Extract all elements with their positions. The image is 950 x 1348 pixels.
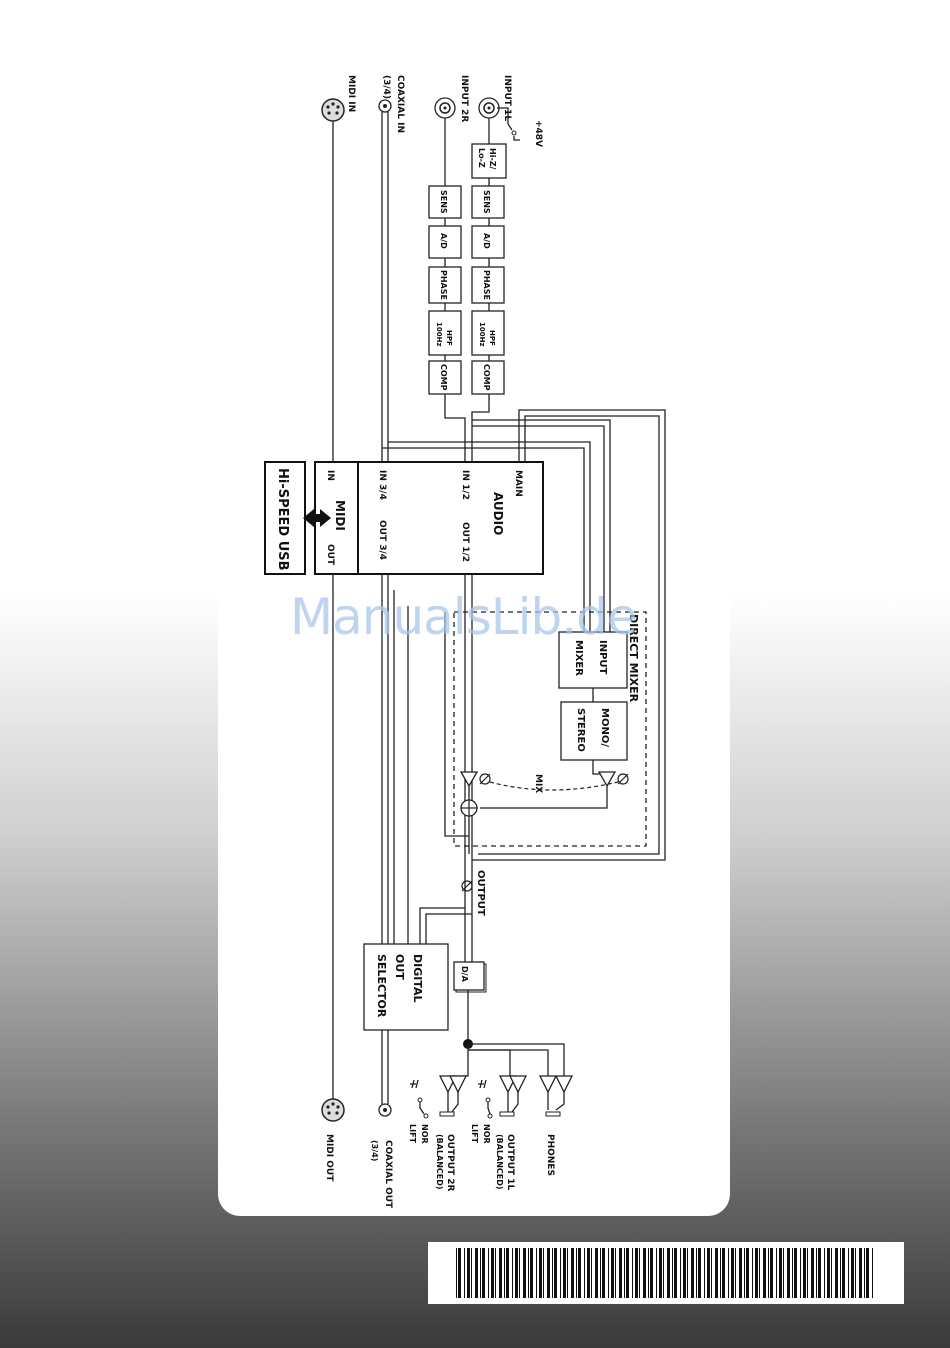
hpf-box-1l bbox=[471, 310, 505, 356]
ground-lift-switch-1l-icon bbox=[478, 1079, 493, 1119]
digital-out-selector-box bbox=[363, 943, 449, 1031]
phase-box-1l bbox=[471, 266, 505, 304]
phase-label-2r: PHASE bbox=[439, 270, 448, 300]
hpf-label-1l-a: HPF bbox=[488, 330, 496, 346]
output-2r-label: OUTPUT 2R bbox=[445, 1134, 455, 1192]
da-label: D/A bbox=[460, 966, 469, 983]
usb-label: Hi-SPEED USB bbox=[275, 468, 290, 571]
sens-label-2r: SENS bbox=[439, 190, 448, 214]
out12-label: OUT 1/2 bbox=[460, 522, 470, 562]
coaxial-in-ch-label: (3/4) bbox=[381, 75, 391, 99]
summing-node-icon bbox=[460, 799, 478, 817]
output-knob-icon bbox=[461, 880, 473, 892]
input-2r-xlr-icon bbox=[434, 97, 456, 119]
barcode-graphic bbox=[456, 1248, 873, 1298]
phase-label-1l: PHASE bbox=[482, 270, 491, 300]
ground-lift-switch-2r-icon bbox=[410, 1079, 429, 1119]
ad-box-1l bbox=[471, 225, 505, 259]
mix-label: MIX bbox=[533, 774, 543, 793]
barcode bbox=[428, 1242, 904, 1304]
da-box bbox=[453, 961, 487, 993]
direct-mixer-label: DIRECT MIXER bbox=[627, 614, 640, 703]
digital-out-label-3: SELECTOR bbox=[375, 954, 388, 1018]
midi-in-short-label: IN bbox=[325, 470, 335, 481]
output-label: OUTPUT bbox=[475, 870, 486, 916]
in12-label: IN 1/2 bbox=[460, 470, 470, 500]
mono-stereo-label-2: STEREO bbox=[575, 708, 586, 752]
out34-label: OUT 3/4 bbox=[377, 520, 387, 560]
sens-box-1l bbox=[471, 185, 505, 219]
mono-stereo-box bbox=[560, 701, 628, 761]
direct-mixer-frame bbox=[453, 611, 647, 847]
sens-label-1l: SENS bbox=[482, 190, 491, 214]
nor-label-2r: NOR bbox=[420, 1124, 429, 1144]
mix-amp-icon-1 bbox=[459, 771, 479, 788]
in34-label: IN 3/4 bbox=[377, 470, 387, 500]
coaxial-in-jack-icon bbox=[378, 99, 392, 113]
digital-out-label-2: OUT bbox=[393, 954, 406, 980]
midi-out-short-label: OUT bbox=[325, 544, 335, 566]
output-2r-amp-icon bbox=[438, 1075, 468, 1094]
mix-knob-icon-2 bbox=[617, 773, 629, 785]
input-1l-xlr-icon bbox=[478, 97, 500, 119]
hpf-box-2r bbox=[428, 310, 462, 356]
nor-label-1l: NOR bbox=[482, 1124, 491, 1144]
hpf-label-1l-b: 100Hz bbox=[478, 322, 486, 347]
comp-label-2r: COMP bbox=[439, 364, 448, 391]
output-2r-balanced-label: (BALANCED) bbox=[435, 1134, 444, 1190]
hpf-label-2r-a: HPF bbox=[445, 330, 453, 346]
audio-label: AUDIO bbox=[491, 492, 505, 535]
comp-box-1l bbox=[471, 360, 505, 395]
ad-box-2r bbox=[428, 225, 462, 259]
mix-amp-icon-2 bbox=[597, 771, 617, 788]
hiz-loz-box bbox=[471, 143, 507, 179]
watermark: ManualsLib.de bbox=[290, 588, 638, 646]
coaxial-in-label: COAXIAL IN bbox=[395, 75, 405, 133]
coaxial-out-label: COAXIAL OUT bbox=[383, 1140, 393, 1209]
lift-label-1l: LIFT bbox=[470, 1124, 479, 1144]
output-1l-label: OUTPUT 1L bbox=[505, 1134, 515, 1191]
phones-label: PHONES bbox=[545, 1134, 555, 1176]
comp-label-1l: COMP bbox=[482, 364, 491, 391]
hiz-label-2: Lo-Z bbox=[477, 148, 486, 168]
mono-stereo-label-1: MONO/ bbox=[599, 708, 610, 747]
coaxial-out-ch-label: (3/4) bbox=[370, 1140, 379, 1161]
input-2r-label: INPUT 2R bbox=[459, 75, 469, 122]
midi-in-din-icon bbox=[321, 98, 345, 122]
comp-box-2r bbox=[428, 360, 462, 395]
input-mixer-box bbox=[558, 631, 628, 689]
input-mixer-label-2: MIXER bbox=[573, 640, 584, 676]
input-1l-label: INPUT 1L bbox=[502, 75, 512, 121]
ad-label-2r: A/D bbox=[439, 233, 448, 249]
midi-label: MIDI bbox=[333, 500, 347, 531]
mix-knob-icon-1 bbox=[479, 773, 491, 785]
sens-box-2r bbox=[428, 185, 462, 219]
usb-bidirectional-arrow-icon bbox=[303, 509, 331, 527]
phantom-switch-icon bbox=[497, 107, 520, 141]
input-mixer-label-1: INPUT bbox=[597, 640, 608, 675]
phones-amp-icon bbox=[538, 1075, 574, 1094]
midi-in-label: MIDI IN bbox=[346, 75, 356, 112]
coaxial-out-jack-icon bbox=[378, 1103, 392, 1117]
midi-out-label: MIDI OUT bbox=[324, 1134, 334, 1182]
midi-out-din-icon bbox=[321, 1098, 345, 1122]
lift-label-2r: LIFT bbox=[408, 1124, 417, 1144]
output-1l-amp-icon bbox=[498, 1075, 528, 1094]
ad-label-1l: A/D bbox=[482, 233, 491, 249]
main-label: MAIN bbox=[513, 470, 523, 497]
hpf-label-2r-b: 100Hz bbox=[435, 322, 443, 347]
usb-interface-block bbox=[314, 461, 544, 575]
usb-label-block bbox=[264, 461, 306, 575]
phantom-label: +48V bbox=[533, 120, 543, 147]
digital-out-label-1: DIGITAL bbox=[411, 954, 424, 1003]
hiz-label-1: Hi-Z/ bbox=[488, 148, 497, 170]
output-1l-balanced-label: (BALANCED) bbox=[495, 1134, 504, 1190]
